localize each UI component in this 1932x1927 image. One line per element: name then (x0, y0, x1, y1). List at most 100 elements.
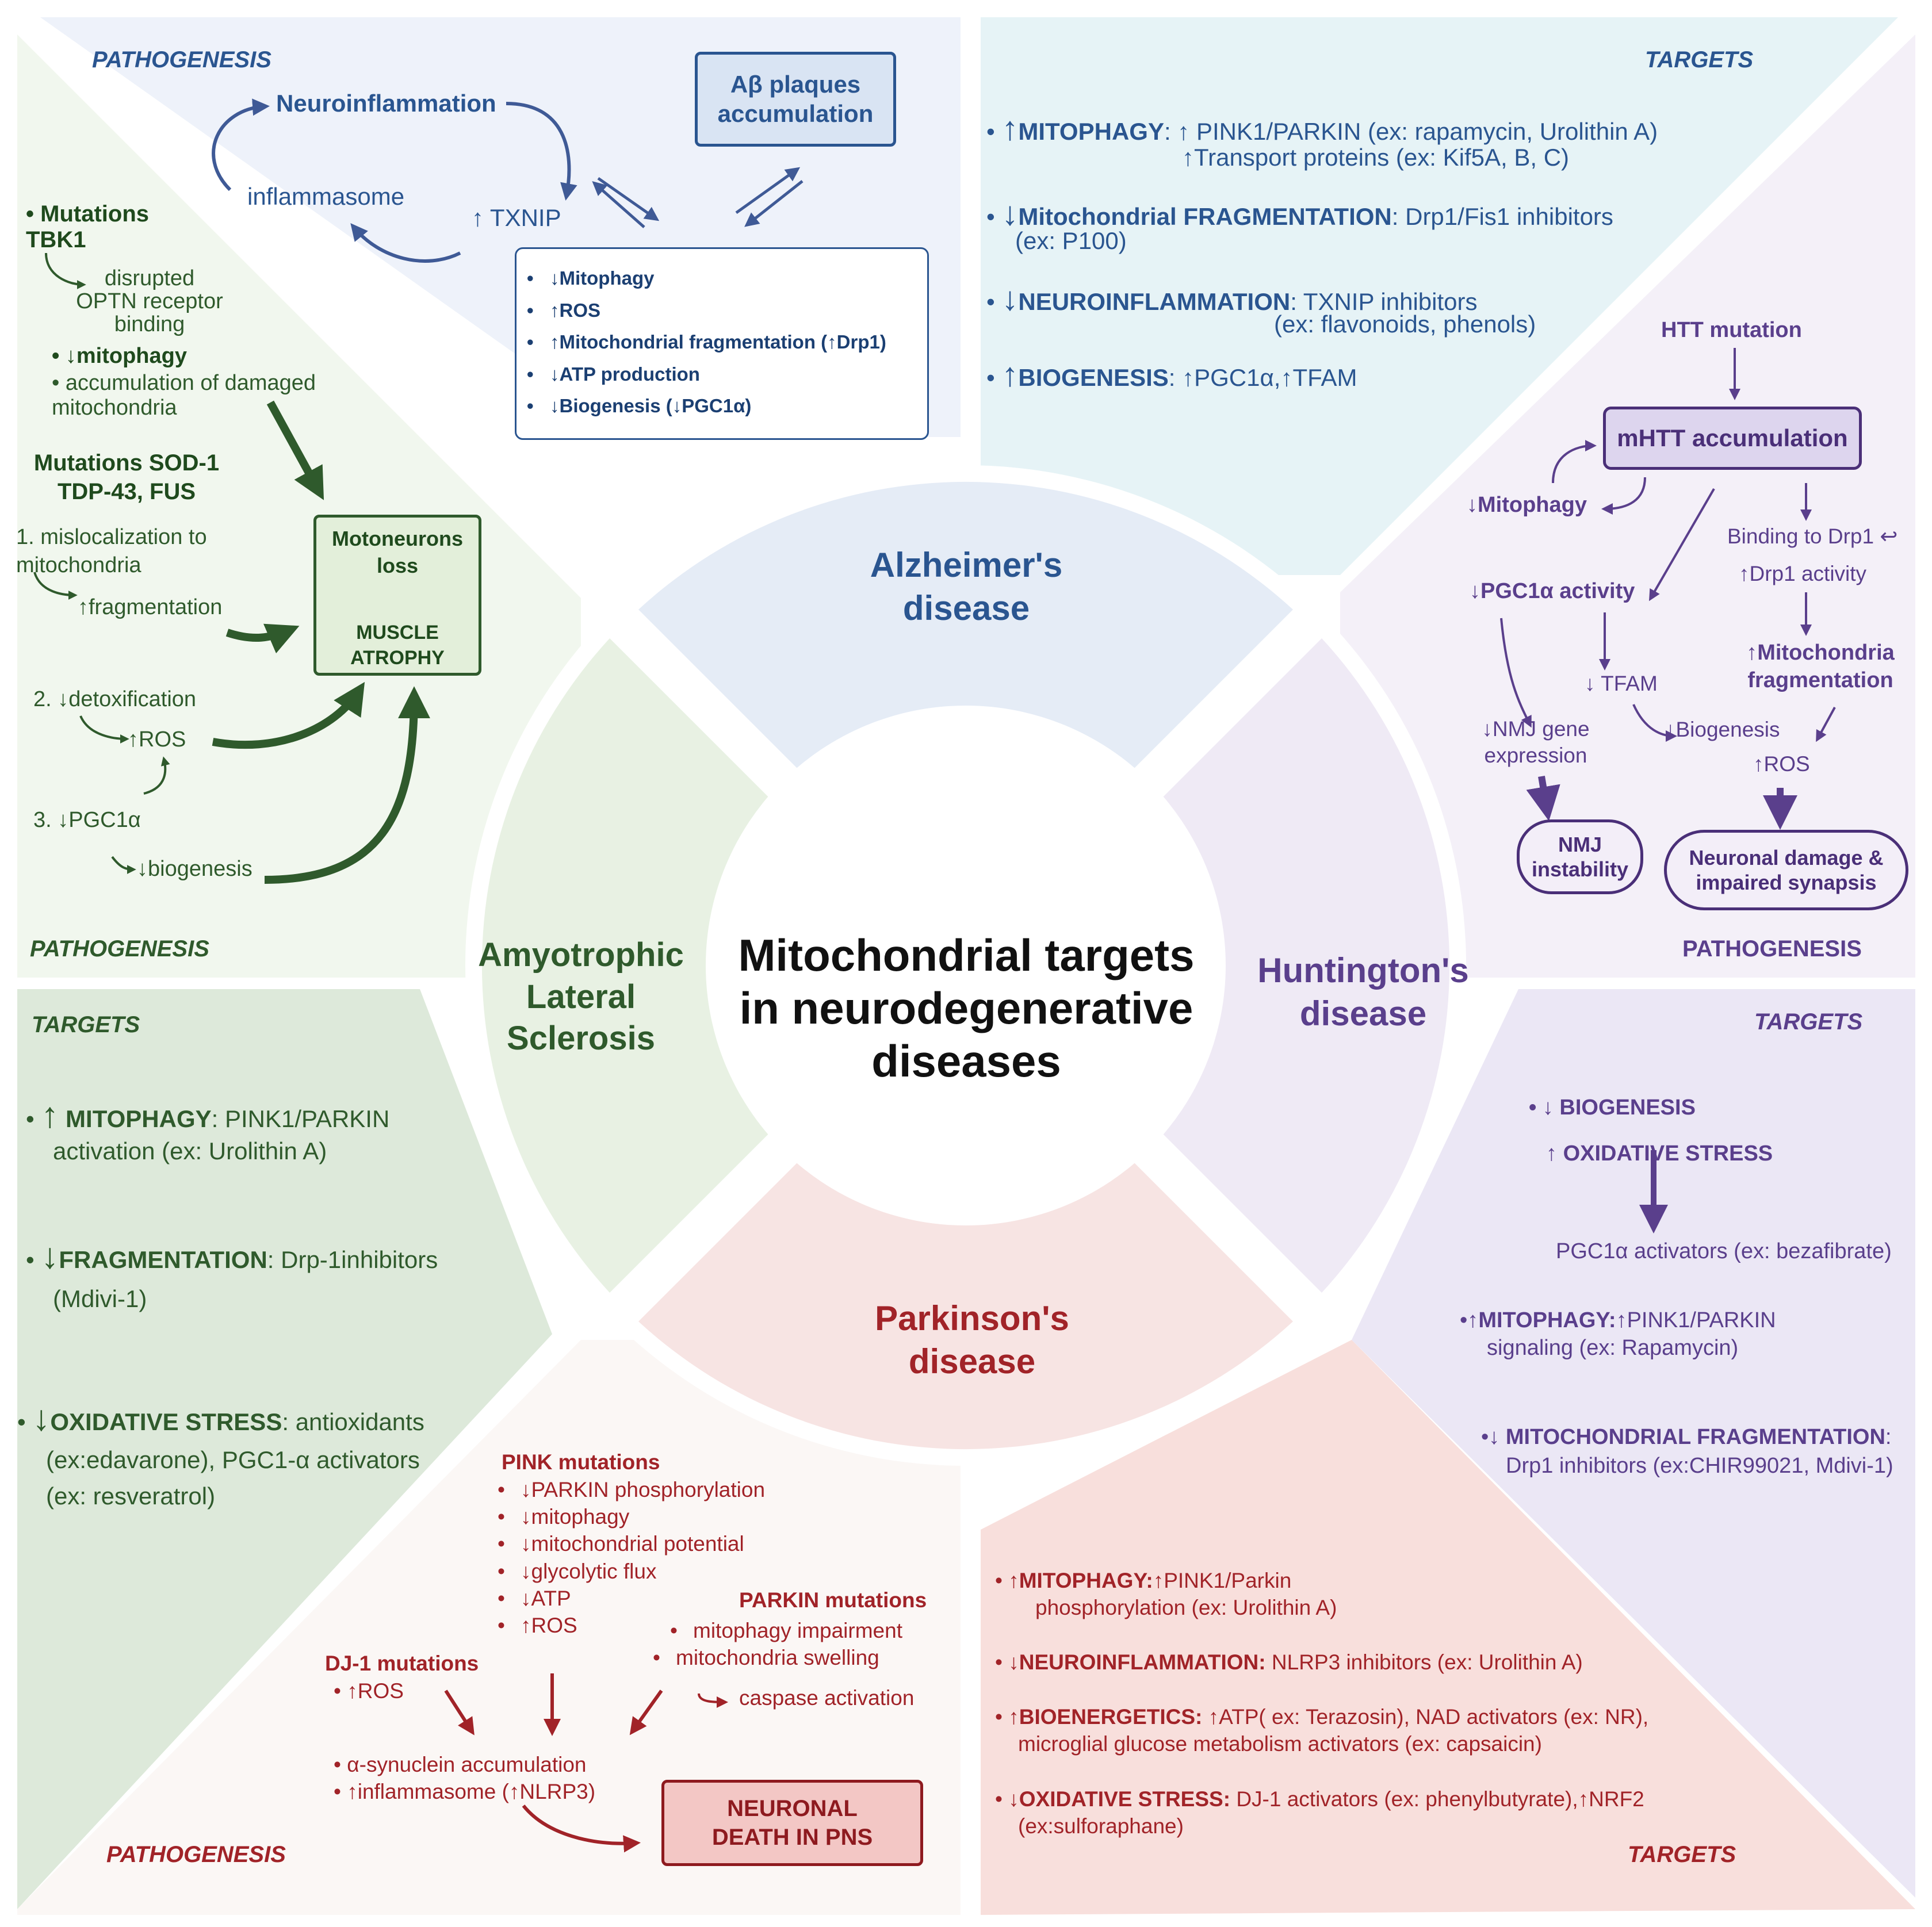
ad-target-neuroinflammation-2: (ex: flavonoids, phenols) (1274, 311, 1536, 338)
als-tbk1: • Mutations TBK1 (26, 201, 149, 252)
hd-ros: ↑ROS (1753, 752, 1810, 776)
ring-parkinson (638, 1161, 1293, 1450)
als-motoneurons-box: Motoneurons loss MUSCLE ATROPHY (313, 515, 481, 676)
hd-t-biogenesis: • ↓ BIOGENESIS (1529, 1095, 1696, 1120)
pd-parkin-item: mitochondria swelling (653, 1646, 902, 1670)
ad-plaques-box: Aβ plaques accumulation (695, 52, 896, 147)
ad-target-fragmentation-2: (ex: P100) (1015, 227, 1127, 254)
pd-pink-item: ↓ATP (498, 1587, 765, 1611)
hd-biogenesis: ↓Biogenesis (1665, 718, 1780, 741)
als-target-oxidative: • ↓OXIDATIVE STRESS: antioxidants (17, 1399, 424, 1438)
main-title: Mitochondrial targets in neurodegenerati… (738, 930, 1195, 1087)
ad-target-neuroinflammation: • ↓NEUROINFLAMMATION: TXNIP inhibitors (986, 280, 1478, 317)
parkinson-ring-label: Parkinson's disease (875, 1299, 1069, 1381)
hd-mitophagy: ↓Mitophagy (1467, 493, 1587, 517)
ad-effect-item: ↑Mitochondrial fragmentation (↑Drp1) (527, 331, 886, 353)
hd-mhtt-label: mHTT accumulation (1617, 424, 1848, 451)
pd-parkin-item: mitophagy impairment (670, 1619, 902, 1643)
als-item1: 1. mislocalization to mitochondria (16, 525, 207, 578)
als-target-fragmentation: • ↓FRAGMENTATION: Drp-1inhibitors (26, 1236, 438, 1276)
panel-hd-targets (1352, 989, 1915, 1898)
pd-pink: PINK mutations (502, 1450, 660, 1474)
hd-t-pgc: PGC1α activators (ex: bezafibrate) (1556, 1239, 1892, 1263)
panel-ad-targets (981, 17, 1898, 575)
als-atrophy: MUSCLE ATROPHY (350, 622, 445, 669)
pd-inflam: • ↑inflammasome (↑NLRP3) (334, 1780, 596, 1803)
pd-parkin-list: mitophagy impairment mitochondria swelli… (653, 1619, 902, 1671)
pd-t-oxidative-2: (ex:sulforaphane) (1018, 1814, 1184, 1838)
hd-nmj-box: NMJ instability (1517, 819, 1643, 894)
als-accumulation: • accumulation of damaged mitochondria (52, 371, 316, 420)
hd-t-oxidative: ↑ OXIDATIVE STRESS (1546, 1141, 1773, 1166)
ad-effect-item: ↓Mitophagy (527, 267, 886, 289)
als-motoneurons: Motoneurons loss (332, 527, 463, 577)
ad-target-mitophagy-2: ↑Transport proteins (ex: Kif5A, B, C) (1182, 144, 1570, 171)
hd-damage-label: Neuronal damage & impaired synapsis (1689, 845, 1884, 894)
ad-effect-item: ↓ATP production (527, 363, 886, 385)
hd-t-fragmentation: •↓ MITOCHONDRIAL FRAGMENTATION: (1481, 1425, 1892, 1449)
als-item2: 2. ↓detoxification (33, 687, 197, 711)
hd-nmjgene: ↓NMJ gene expression (1482, 717, 1590, 768)
als-disrupted: disrupted OPTN receptor binding (76, 266, 223, 336)
hd-t-fragmentation-2: Drp1 inhibitors (ex:CHIR99021, Mdivi-1) (1506, 1454, 1893, 1478)
ad-effects-list: ↓Mitophagy ↑ROS ↑Mitochondrial fragmenta… (527, 267, 886, 417)
hd-damage-box: Neuronal damage & impaired synapsis (1664, 830, 1908, 910)
hd-binding: Binding to Drp1 ↩ (1727, 524, 1898, 548)
ad-effect-item: ↑ROS (527, 300, 886, 321)
ring-huntington (1161, 638, 1450, 1293)
hd-mhtt-box: mHTT accumulation (1603, 407, 1862, 470)
huntington-ring-label: Huntington's disease (1257, 951, 1469, 1033)
pd-targets-label: TARGETS (1628, 1842, 1736, 1867)
als-target-mitophagy-2: activation (ex: Urolithin A) (53, 1137, 327, 1164)
ad-txnip: ↑ TXNIP (472, 204, 561, 231)
ad-target-fragmentation: • ↓Mitochondrial FRAGMENTATION: Drp1/Fis… (986, 195, 1613, 232)
pd-syn: • α-synuclein accumulation (334, 1753, 587, 1776)
als-target-oxidative-2: (ex:edavarone), PGC1-α activators (46, 1446, 420, 1473)
hd-targets-label: TARGETS (1754, 1009, 1863, 1035)
pd-t-bioenergetics-2: microglial glucose metabolism activators… (1018, 1732, 1542, 1756)
pd-t-mitophagy: • ↑MITOPHAGY:↑PINK1/Parkin (995, 1569, 1292, 1592)
hd-tfam: ↓ TFAM (1585, 672, 1658, 695)
hd-drp1: ↑Drp1 activity (1739, 562, 1867, 585)
alzheimer-ring-label: Alzheimer's disease (870, 546, 1063, 627)
ad-txnip-label: TXNIP (489, 204, 561, 231)
pd-pink-item: ↓mitophagy (498, 1505, 765, 1529)
hd-t-mitophagy-2: signaling (ex: Rapamycin) (1487, 1336, 1739, 1360)
ad-target-biogenesis: • ↑BIOGENESIS: ↑PGC1α,↑TFAM (986, 356, 1357, 393)
ad-target-mitophagy: • ↑MITOPHAGY: ↑ PINK1/PARKIN (ex: rapamy… (986, 110, 1658, 147)
pd-death-box: NEURONAL DEATH IN PNS (661, 1780, 923, 1866)
panel-pd-targets (981, 1340, 1915, 1915)
als-target-mitophagy: • ↑ MITOPHAGY: PINK1/PARKIN (26, 1095, 390, 1135)
pd-t-neuroinflammation: • ↓NEUROINFLAMMATION: NLRP3 inhibitors (… (995, 1650, 1583, 1674)
panel-als-pathogenesis (17, 35, 581, 978)
pd-pink-item: ↑ROS (498, 1614, 765, 1638)
als-ros: ↑ROS (128, 727, 186, 752)
als-pathogenesis-label: PATHOGENESIS (30, 936, 209, 961)
als-target-fragmentation-2: (Mdivi-1) (53, 1285, 147, 1312)
als-ring-label: Amyotrophic Lateral Sclerosis (478, 936, 684, 1057)
pd-dj1-ros: • ↑ROS (334, 1679, 404, 1703)
ad-targets-label: TARGETS (1645, 47, 1754, 72)
pd-pink-list: ↓PARKIN phosphorylation ↓mitophagy ↓mito… (498, 1478, 765, 1638)
pd-parkin: PARKIN mutations (739, 1588, 927, 1612)
ad-effects-box: ↓Mitophagy ↑ROS ↑Mitochondrial fragmenta… (515, 247, 929, 440)
panel-als-targets (17, 989, 552, 1909)
pd-pink-item: ↓mitochondrial potential (498, 1532, 765, 1556)
ad-pathogenesis-label: PATHOGENESIS (92, 47, 271, 72)
ad-plaques-label: Aβ plaques accumulation (717, 71, 874, 127)
als-biogenesis: ↓biogenesis (137, 857, 253, 881)
ad-inflammasome: inflammasome (247, 183, 405, 210)
ad-neuroinflammation: Neuroinflammation (276, 90, 496, 117)
als-sod1: Mutations SOD-1 TDP-43, FUS (33, 450, 220, 504)
hd-htt: HTT mutation (1661, 318, 1802, 342)
ring-als (481, 638, 770, 1293)
als-targets-label: TARGETS (32, 1012, 140, 1037)
pd-t-bioenergetics: • ↑BIOENERGETICS: ↑ATP( ex: Terazosin), … (995, 1705, 1649, 1729)
pd-t-oxidative: • ↓OXIDATIVE STRESS: DJ-1 activators (ex… (995, 1787, 1644, 1811)
ring-alzheimer (638, 481, 1293, 770)
hd-pgc: ↓PGC1α activity (1470, 579, 1635, 603)
pd-caspase: caspase activation (739, 1686, 915, 1710)
hd-nmj-label: NMJ instability (1531, 832, 1629, 881)
als-item3: 3. ↓PGC1α (33, 808, 141, 832)
